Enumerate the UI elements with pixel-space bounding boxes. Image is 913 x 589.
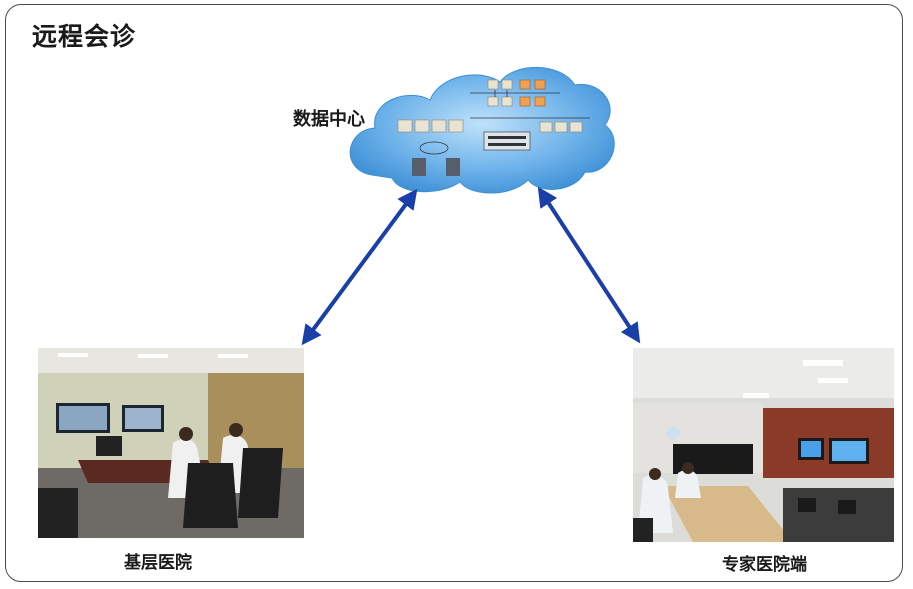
data-center-cloud-icon: [349, 66, 615, 194]
page-title: 远程会诊: [32, 22, 137, 51]
expert-hospital-photo: [633, 348, 894, 542]
arrow-expert-to-datacenter: [537, 186, 641, 344]
arrow-local-to-datacenter: [301, 188, 418, 346]
local-hospital-photo: [38, 348, 304, 538]
data-center-label: 数据中心: [293, 109, 365, 130]
expert-hospital-label: 专家医院端: [722, 555, 807, 575]
local-hospital-label: 基层医院: [124, 553, 192, 573]
